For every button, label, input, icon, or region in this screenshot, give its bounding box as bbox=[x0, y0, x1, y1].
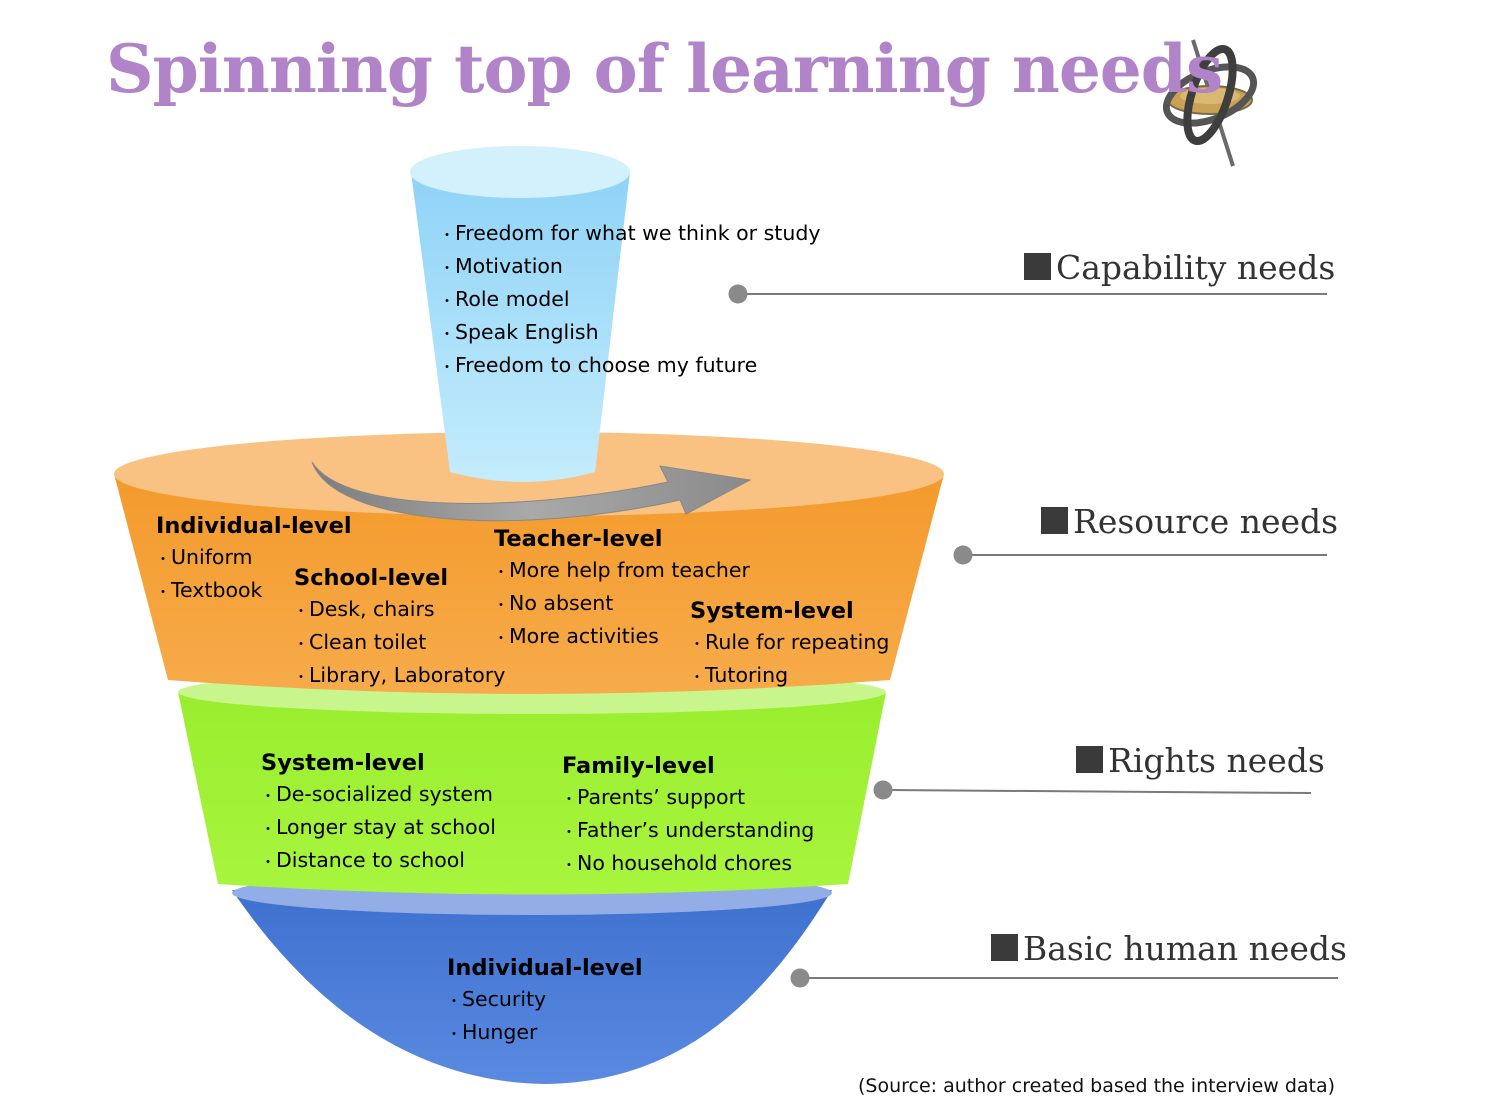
list-item: Rule for repeating bbox=[690, 627, 889, 660]
list-item: Freedom to choose my future bbox=[440, 350, 820, 383]
gyroscope-logo-icon bbox=[1162, 39, 1258, 167]
group-heading: System-level bbox=[690, 598, 854, 624]
leader-line-rights bbox=[873, 780, 1312, 800]
list-item: No household chores bbox=[562, 848, 814, 881]
resource-group-school: School-level Desk, chairs Clean toilet L… bbox=[294, 563, 505, 693]
list-item: Distance to school bbox=[261, 845, 496, 878]
resource-group-system: System-level Rule for repeating Tutoring bbox=[690, 596, 889, 693]
rights-group-system: System-level De-socialized system Longer… bbox=[261, 748, 496, 878]
resource-group-teacher: Teacher-level More help from teacher No … bbox=[494, 524, 750, 654]
group-heading: Individual-level bbox=[447, 955, 643, 981]
group-heading: Teacher-level bbox=[494, 526, 663, 552]
list-item: Clean toilet bbox=[294, 627, 505, 660]
list-item: Speak English bbox=[440, 317, 820, 350]
square-bullet-icon bbox=[1041, 507, 1068, 534]
need-label-resource: Resource needs bbox=[1041, 502, 1338, 541]
list-item: More activities bbox=[494, 621, 750, 654]
list-item: Security bbox=[447, 984, 643, 1017]
leader-line-basic bbox=[790, 968, 1338, 988]
need-label-rights: Rights needs bbox=[1076, 741, 1325, 780]
need-label-capability: Capability needs bbox=[1024, 248, 1335, 287]
list-item: Desk, chairs bbox=[294, 594, 505, 627]
resource-group-individual: Individual-level Uniform Textbook bbox=[156, 511, 352, 608]
list-item: De-socialized system bbox=[261, 779, 496, 812]
group-heading: School-level bbox=[294, 565, 449, 591]
list-item: Longer stay at school bbox=[261, 812, 496, 845]
source-note: (Source: author created based the interv… bbox=[858, 1075, 1336, 1097]
group-heading: Family-level bbox=[562, 753, 715, 779]
square-bullet-icon bbox=[1076, 746, 1103, 773]
need-label-basic: Basic human needs bbox=[991, 929, 1347, 968]
list-item: Freedom for what we think or study bbox=[440, 218, 820, 251]
list-item: Tutoring bbox=[690, 660, 889, 693]
list-item: Role model bbox=[440, 284, 820, 317]
group-heading: Individual-level bbox=[156, 513, 352, 539]
list-item: Uniform bbox=[156, 542, 352, 575]
group-heading: System-level bbox=[261, 750, 425, 776]
basic-group-individual: Individual-level Security Hunger bbox=[447, 953, 643, 1050]
rotation-arrow-icon bbox=[311, 461, 752, 522]
square-bullet-icon bbox=[1024, 253, 1051, 280]
leader-line-resource bbox=[953, 545, 1327, 565]
list-item: Library, Laboratory bbox=[294, 660, 505, 693]
list-item: Father’s understanding bbox=[562, 815, 814, 848]
list-item: Motivation bbox=[440, 251, 820, 284]
page-title: Spinning top of learning needs bbox=[106, 30, 1223, 108]
list-item: No absent bbox=[494, 588, 750, 621]
list-item: Hunger bbox=[447, 1017, 643, 1050]
square-bullet-icon bbox=[991, 934, 1018, 961]
list-item: Textbook bbox=[156, 575, 352, 608]
list-item: More help from teacher bbox=[494, 555, 750, 588]
capability-items: Freedom for what we think or study Motiv… bbox=[440, 218, 820, 383]
rights-group-family: Family-level Parents’ support Father’s u… bbox=[562, 751, 814, 881]
list-item: Parents’ support bbox=[562, 782, 814, 815]
